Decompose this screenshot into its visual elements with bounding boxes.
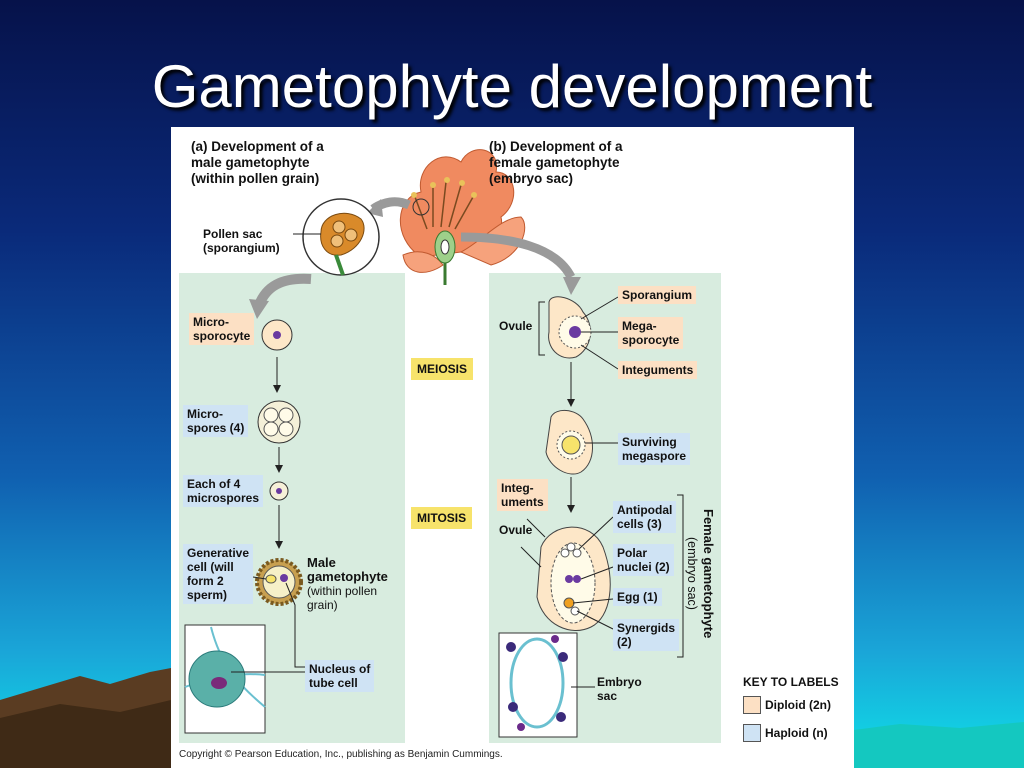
megasporocyte-label: Mega- sporocyte xyxy=(618,317,684,349)
microspores-label: Micro- spores (4) xyxy=(183,405,249,437)
polar-nuclei-label: Polar nuclei (2) xyxy=(613,544,674,576)
embryo-sac-bracket-sublabel: (embryo sac) xyxy=(685,537,699,610)
integuments-label-top: Integuments xyxy=(618,361,698,379)
figure-illustration xyxy=(184,149,684,738)
sporangium-label: Sporangium xyxy=(618,286,697,304)
generative-cell-label: Generative cell (will form 2 sperm) xyxy=(183,544,254,604)
copyright-notice: Copyright © Pearson Education, Inc., pub… xyxy=(179,749,503,760)
diploid-key-label: Diploid (2n) xyxy=(765,698,831,712)
female-gametophyte-bracket-label: Female gametophyte xyxy=(701,509,716,639)
gametophyte-figure: (a) Development of a male gametophyte (w… xyxy=(171,127,854,768)
slide-title: Gametophyte development xyxy=(151,53,873,120)
surviving-megaspore-label: Surviving megaspore xyxy=(618,433,691,465)
ovule-label-side: Ovule xyxy=(499,523,533,537)
ovule-label-top: Ovule xyxy=(499,319,533,333)
haploid-key-label: Haploid (n) xyxy=(765,726,828,740)
panel-a-heading: (a) Development of a male gametophyte (w… xyxy=(191,139,324,186)
male-gametophyte-label: Male gametophyte xyxy=(307,555,388,584)
haploid-swatch xyxy=(743,724,761,742)
male-gametophyte-sublabel: (within pollen grain) xyxy=(307,584,378,612)
microsporocyte-label: Micro- sporocyte xyxy=(189,313,255,345)
diploid-swatch xyxy=(743,696,761,714)
meiosis-label: MEIOSIS xyxy=(411,358,474,380)
embryo-sac-label: Embryo sac xyxy=(597,675,642,703)
egg-label: Egg (1) xyxy=(613,588,662,606)
mitosis-label: MITOSIS xyxy=(411,507,473,529)
each-microspore-label: Each of 4 microspores xyxy=(183,475,264,507)
antipodal-cells-label: Antipodal cells (3) xyxy=(613,501,677,533)
synergids-label: Synergids (2) xyxy=(613,619,680,651)
tube-nucleus-label: Nucleus of tube cell xyxy=(305,660,375,692)
pollen-sac-label: Pollen sac (sporangium) xyxy=(203,227,280,255)
integuments-label-side: Integ- uments xyxy=(497,479,548,511)
key-title: KEY TO LABELS xyxy=(743,675,839,689)
panel-b-heading: (b) Development of a female gametophyte … xyxy=(489,139,623,186)
